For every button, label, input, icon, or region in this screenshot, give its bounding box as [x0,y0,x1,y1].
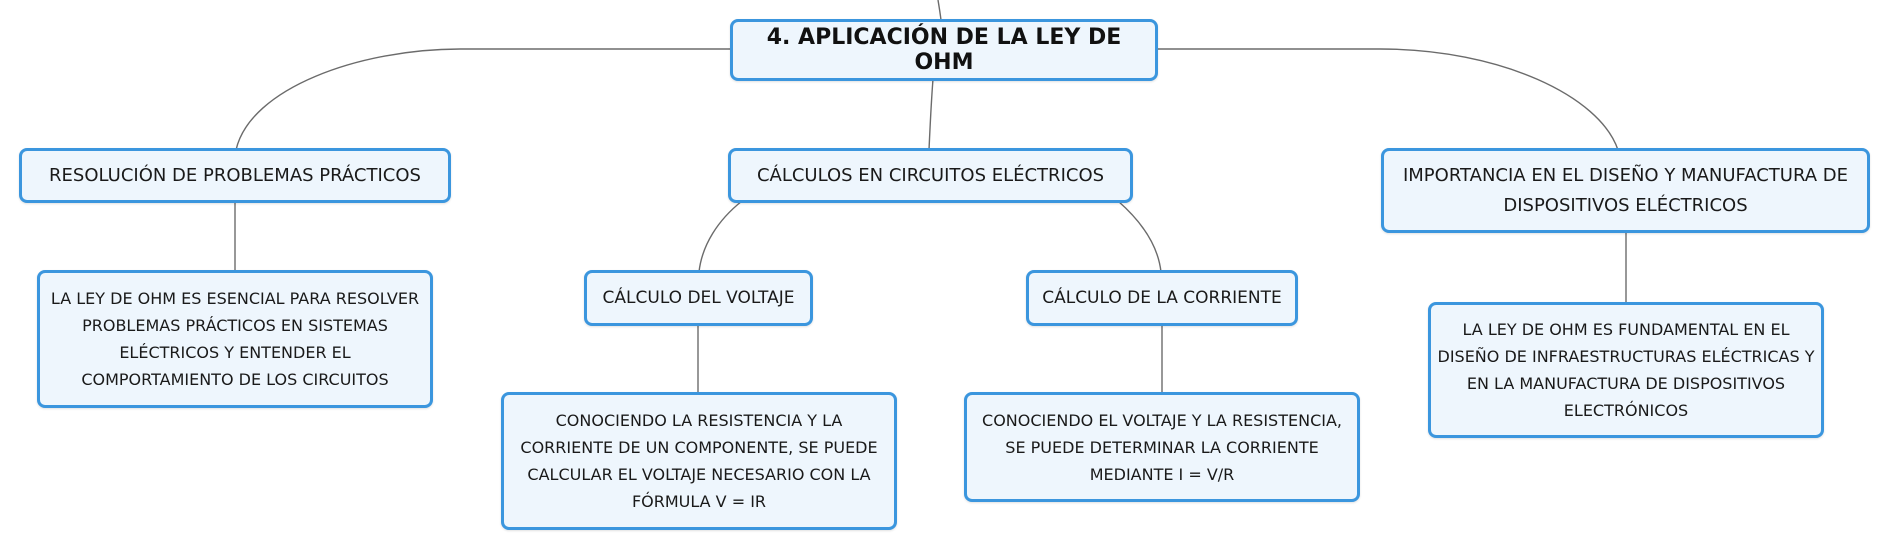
node-calculo-voltaje[interactable]: CÁLCULO DEL VOLTAJE [584,270,813,326]
node-label: CÁLCULOS EN CIRCUITOS ELÉCTRICOS [756,164,1105,186]
node-detalle-corriente[interactable]: CONOCIENDO EL VOLTAJE Y LA RESISTENCIA, … [964,392,1360,502]
node-label: CONOCIENDO EL VOLTAJE Y LA RESISTENCIA, … [982,410,1342,484]
node-calculos-circuitos[interactable]: CÁLCULOS EN CIRCUITOS ELÉCTRICOS [728,148,1133,203]
connector-calculos-to-voltaje [698,200,743,273]
node-label: IMPORTANCIA EN EL DISEÑO Y MANUFACTURA D… [1402,164,1849,216]
node-label: LA LEY DE OHM ES FUNDAMENTAL EN EL DISEÑ… [1437,320,1815,420]
node-label: RESOLUCIÓN DE PROBLEMAS PRÁCTICOS [49,164,421,186]
node-label: CONOCIENDO LA RESISTENCIA Y LA CORRIENTE… [520,411,878,511]
connector-calculos-to-corriente [1117,200,1162,273]
node-resolucion-problemas[interactable]: RESOLUCIÓN DE PROBLEMAS PRÁCTICOS [19,148,451,203]
node-detalle-problemas[interactable]: LA LEY DE OHM ES ESENCIAL PARA RESOLVER … [37,270,433,408]
connector-root-to-problemas [235,48,730,151]
root-node[interactable]: 4. APLICACIÓN DE LA LEY DE OHM [730,19,1158,81]
node-detalle-importancia[interactable]: LA LEY DE OHM ES FUNDAMENTAL EN EL DISEÑ… [1428,302,1824,438]
node-detalle-voltaje[interactable]: CONOCIENDO LA RESISTENCIA Y LA CORRIENTE… [501,392,897,530]
connector-root-to-importancia [1157,48,1619,151]
node-importancia-diseno[interactable]: IMPORTANCIA EN EL DISEÑO Y MANUFACTURA D… [1381,148,1870,233]
node-label: CÁLCULO DE LA CORRIENTE [1042,288,1282,308]
node-label: LA LEY DE OHM ES ESENCIAL PARA RESOLVER … [50,289,420,389]
connector-root-to-calculos [928,78,934,151]
connector-from-parent [937,0,942,21]
node-label: CÁLCULO DEL VOLTAJE [602,288,795,308]
root-label: 4. APLICACIÓN DE LA LEY DE OHM [766,25,1122,75]
node-calculo-corriente[interactable]: CÁLCULO DE LA CORRIENTE [1026,270,1298,326]
